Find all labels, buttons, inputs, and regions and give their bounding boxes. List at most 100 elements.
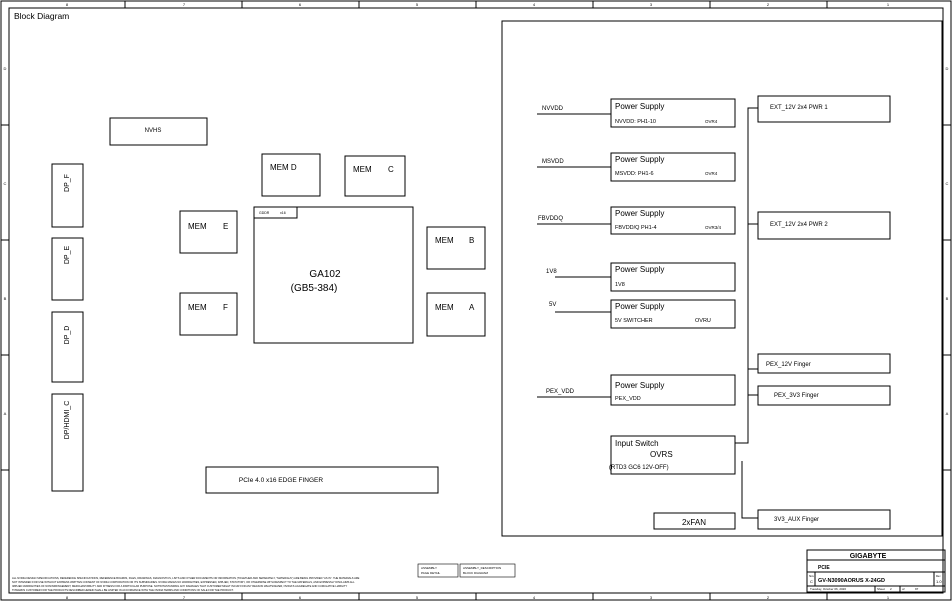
sheet-total: 97 — [915, 587, 919, 591]
assembly-value: PAGE DETAIL — [421, 571, 441, 575]
gpu-package: (GB5-384) — [291, 283, 338, 294]
ext-pwr-2-block — [757, 211, 891, 240]
dp-f-block — [51, 163, 84, 228]
fan-label: 2xFAN — [682, 518, 706, 527]
sheet-number: 2 — [890, 587, 892, 591]
zone-col-label: 6 — [299, 595, 302, 600]
svg-text:IMPLIED WARRANTIES OF NONINFRI: IMPLIED WARRANTIES OF NONINFRINGEMENT, M… — [12, 584, 347, 588]
dp-d-block — [51, 311, 84, 383]
assembly-field — [417, 563, 459, 578]
net-label-nvvdd: NVVDD — [542, 106, 564, 112]
power-supply-msvdd — [610, 152, 736, 182]
dp-e-label: DP_E — [64, 246, 71, 265]
dp-e-block — [51, 237, 84, 301]
gpu-tag-label: GDDR — [259, 211, 270, 215]
pcie-edge-finger-block — [205, 466, 439, 494]
sheet-label: Sheet — [877, 587, 885, 591]
power-supply-desc: 5V SWITCHER — [615, 318, 653, 324]
net-label-pex-vdd: PEX_VDD — [546, 389, 575, 395]
zone-row-label: D — [946, 66, 949, 71]
ext-pwr-2-label: EXT_12V 2x4 PWR 2 — [770, 222, 828, 228]
zone-row-label: C — [4, 181, 7, 186]
zone-col-label: 7 — [183, 595, 186, 600]
power-supply-title: Power Supply — [615, 209, 664, 218]
zone-col-label: 4 — [533, 2, 536, 7]
dp-hdmi-c-label: DP/HDMI_C — [64, 401, 71, 440]
zone-row-label: C — [946, 181, 949, 186]
rev-label: Rev — [936, 575, 941, 578]
date-value: Tuesday, October 06, 2020 — [810, 587, 846, 591]
mem-f-label: MEM — [188, 303, 207, 312]
zone-col-label: 2 — [767, 2, 770, 7]
zone-col-label: 8 — [66, 2, 69, 7]
assembly-desc-label: ASSEMBLY_DESCRIPTION — [463, 566, 501, 570]
mem-c-block — [344, 155, 406, 197]
power-supply-tag: OVR3/4 — [705, 225, 722, 230]
ext-pwr-1-label: EXT_12V 2x4 PWR 1 — [770, 105, 828, 111]
pex-3v3-label: PEX_3V3 Finger — [774, 393, 819, 399]
power-supply-tag: OVRU — [695, 318, 711, 324]
gpu-tag-box — [253, 206, 298, 219]
page-title: Block Diagram — [14, 11, 69, 21]
nvhs-label: NVHS — [145, 128, 162, 134]
power-supply-title: Power Supply — [615, 265, 664, 274]
zone-row-label: B — [946, 296, 949, 301]
of-label: of — [902, 587, 905, 591]
power-supply-fbvddq — [610, 206, 736, 235]
power-supply-desc: FBVDD/Q PH1-4 — [615, 225, 657, 231]
net-label-1v8: 1V8 — [546, 269, 557, 275]
power-input-wiring — [735, 107, 758, 519]
power-supply-tag: OVR4 — [705, 119, 718, 124]
ext-pwr-1-block — [757, 95, 891, 123]
aux-3v3-block — [757, 509, 891, 530]
company-name: GIGABYTE — [850, 553, 887, 560]
legal-notice: ALL NVIDIA DESIGN SPECIFICATIONS, REFERE… — [12, 576, 360, 592]
pex-12v-block — [757, 353, 891, 374]
mem-e-label: MEM — [188, 222, 207, 231]
model-name: GV-N3090AORUS X-24GD — [818, 578, 885, 584]
net-label-5v: 5V — [549, 302, 556, 308]
assembly-desc-field — [459, 563, 516, 578]
mem-a-letter: A — [469, 303, 475, 312]
mem-c-letter: C — [388, 165, 394, 174]
power-supply-pex-vdd — [610, 374, 736, 406]
power-supply-title: Power Supply — [615, 302, 664, 311]
border-zone-labels: 8 7 6 5 4 3 2 1 8 7 6 5 4 3 2 1 D C B A … — [4, 2, 949, 600]
power-supply-tag: OVR4 — [705, 171, 718, 176]
mem-b-block — [426, 226, 486, 270]
zone-col-label: 3 — [650, 2, 653, 7]
gpu-tag-label: x16 — [280, 211, 286, 215]
net-label-msvdd: MSVDD — [542, 159, 564, 165]
net-label-fbvddq: FBVDDQ — [538, 216, 563, 222]
pex-3v3-block — [757, 385, 891, 406]
power-supply-nvvdd — [610, 98, 736, 128]
input-switch-name: OVRS — [650, 450, 673, 459]
input-switch-block — [610, 435, 736, 475]
fan-block — [653, 512, 736, 530]
mem-b-label: MEM — [435, 236, 454, 245]
nvhs-block — [109, 117, 208, 146]
zone-col-label: 1 — [887, 2, 890, 7]
aux-3v3-label: 3V3_AUX Finger — [774, 517, 819, 523]
title-block — [806, 549, 946, 593]
power-supply-1v8 — [610, 262, 736, 292]
mem-e-block — [179, 210, 238, 254]
assembly-label: ASSEMBLY — [421, 566, 437, 570]
zone-col-label: 6 — [299, 2, 302, 7]
svg-text:TOWARDS CUSTOMER FOR THE PRODU: TOWARDS CUSTOMER FOR THE PRODUCTS DESCRI… — [12, 588, 234, 592]
svg-text:NOT INTENDED FOR USE WITHOUT E: NOT INTENDED FOR USE WITHOUT EXPRESS WRI… — [12, 580, 355, 584]
mem-f-block — [179, 292, 238, 336]
dp-f-label: DP_F — [64, 174, 71, 192]
power-supply-title: Power Supply — [615, 155, 664, 164]
size-label: Size — [809, 575, 814, 578]
pex-12v-label: PEX_12V Finger — [766, 362, 811, 368]
svg-text:ALL NVIDIA DESIGN SPECIFICATIO: ALL NVIDIA DESIGN SPECIFICATIONS, REFERE… — [12, 576, 360, 580]
input-switch-desc: (RTD3 GC6 12V-OFF) — [609, 465, 669, 471]
zone-col-label: 8 — [66, 595, 69, 600]
mem-d-block — [261, 153, 321, 197]
power-supply-5v — [610, 299, 736, 329]
power-supply-desc: MSVDD: PH1-6 — [615, 171, 654, 177]
dp-d-label: DP_D — [64, 326, 71, 345]
